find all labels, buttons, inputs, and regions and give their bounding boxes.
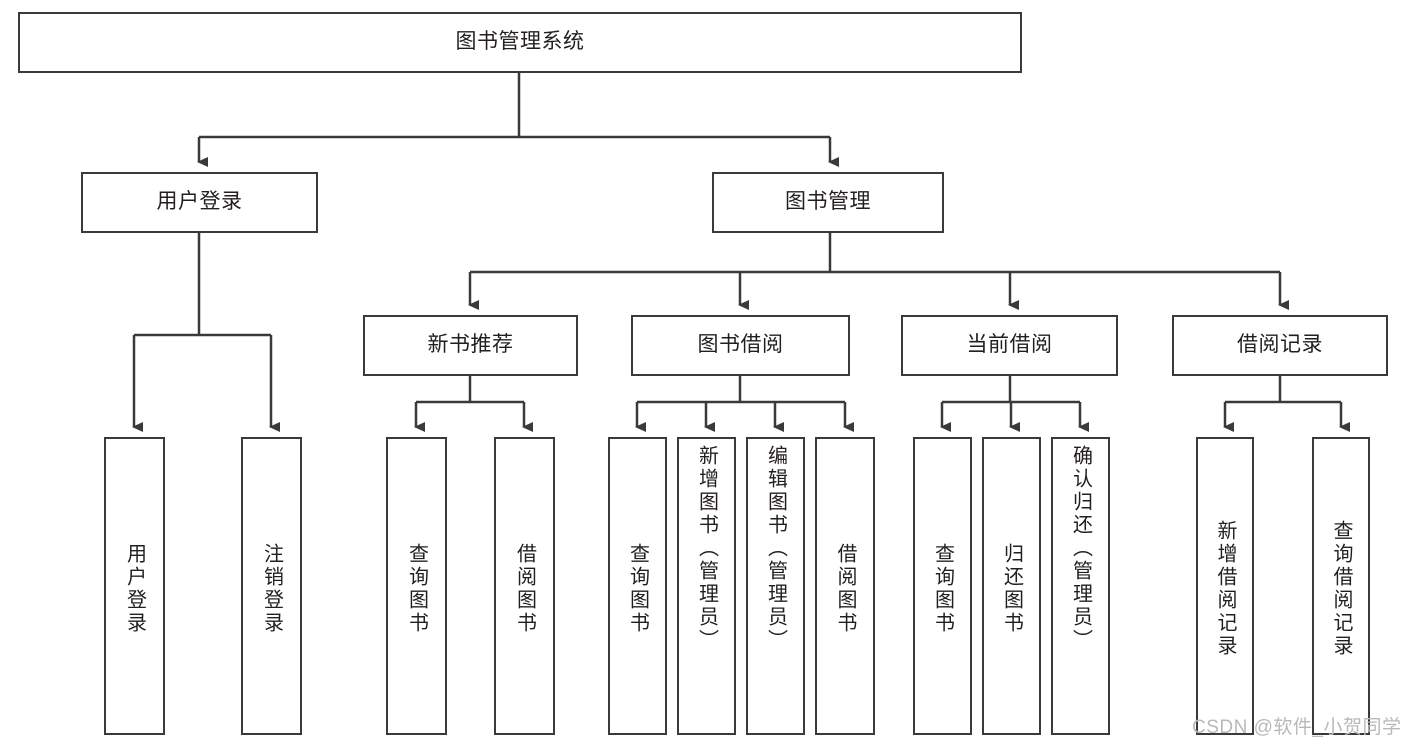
node-label: 归还图书: [1000, 543, 1023, 635]
leaf-borrow-book[interactable]: 借阅图书: [815, 437, 875, 735]
leaf-add-borrow-record[interactable]: 新增借阅记录: [1196, 437, 1254, 735]
node-label: 借阅图书: [834, 543, 856, 635]
node-label: 借阅图书: [513, 543, 536, 635]
node-label: 确认归还（管理员）: [1069, 445, 1092, 652]
node-label: 用户登录: [123, 543, 146, 635]
node-label: 新增借阅记录: [1214, 520, 1236, 658]
node-label: 查询图书: [405, 543, 428, 635]
node-label: 新增图书（管理员）: [695, 445, 718, 652]
leaf-borrow-book-recommend[interactable]: 借阅图书: [494, 437, 555, 735]
node-user-login[interactable]: 用户登录: [81, 172, 318, 233]
leaf-edit-book-admin[interactable]: 编辑图书（管理员）: [746, 437, 805, 735]
node-label: 查询图书: [626, 543, 649, 635]
node-label: 图书管理系统: [455, 30, 585, 54]
node-label: 查询借阅记录: [1330, 520, 1352, 658]
node-book-borrow[interactable]: 图书借阅: [631, 315, 850, 376]
leaf-add-book-admin[interactable]: 新增图书（管理员）: [677, 437, 736, 735]
node-label: 编辑图书（管理员）: [764, 445, 787, 652]
leaf-user-login[interactable]: 用户登录: [104, 437, 165, 735]
leaf-query-book-recommend[interactable]: 查询图书: [386, 437, 447, 735]
leaf-confirm-return-admin[interactable]: 确认归还（管理员）: [1051, 437, 1110, 735]
leaf-logout-login[interactable]: 注销登录: [241, 437, 302, 735]
node-borrow-record[interactable]: 借阅记录: [1172, 315, 1388, 376]
node-label: 图书管理: [785, 190, 871, 214]
leaf-query-book-current[interactable]: 查询图书: [913, 437, 972, 735]
leaf-query-book-borrow[interactable]: 查询图书: [608, 437, 667, 735]
node-label: 注销登录: [260, 543, 283, 635]
leaf-return-book[interactable]: 归还图书: [982, 437, 1041, 735]
node-new-book-recommend[interactable]: 新书推荐: [363, 315, 578, 376]
node-label: 借阅记录: [1237, 333, 1323, 357]
node-current-borrow[interactable]: 当前借阅: [901, 315, 1118, 376]
node-book-manage[interactable]: 图书管理: [712, 172, 944, 233]
node-label: 图书借阅: [697, 333, 784, 357]
leaf-query-borrow-record[interactable]: 查询借阅记录: [1312, 437, 1370, 735]
node-label: 新书推荐: [427, 333, 514, 357]
node-root-book-management-system[interactable]: 图书管理系统: [18, 12, 1022, 73]
node-label: 用户登录: [156, 190, 243, 214]
node-label: 当前借阅: [966, 333, 1053, 357]
node-label: 查询图书: [931, 543, 954, 635]
